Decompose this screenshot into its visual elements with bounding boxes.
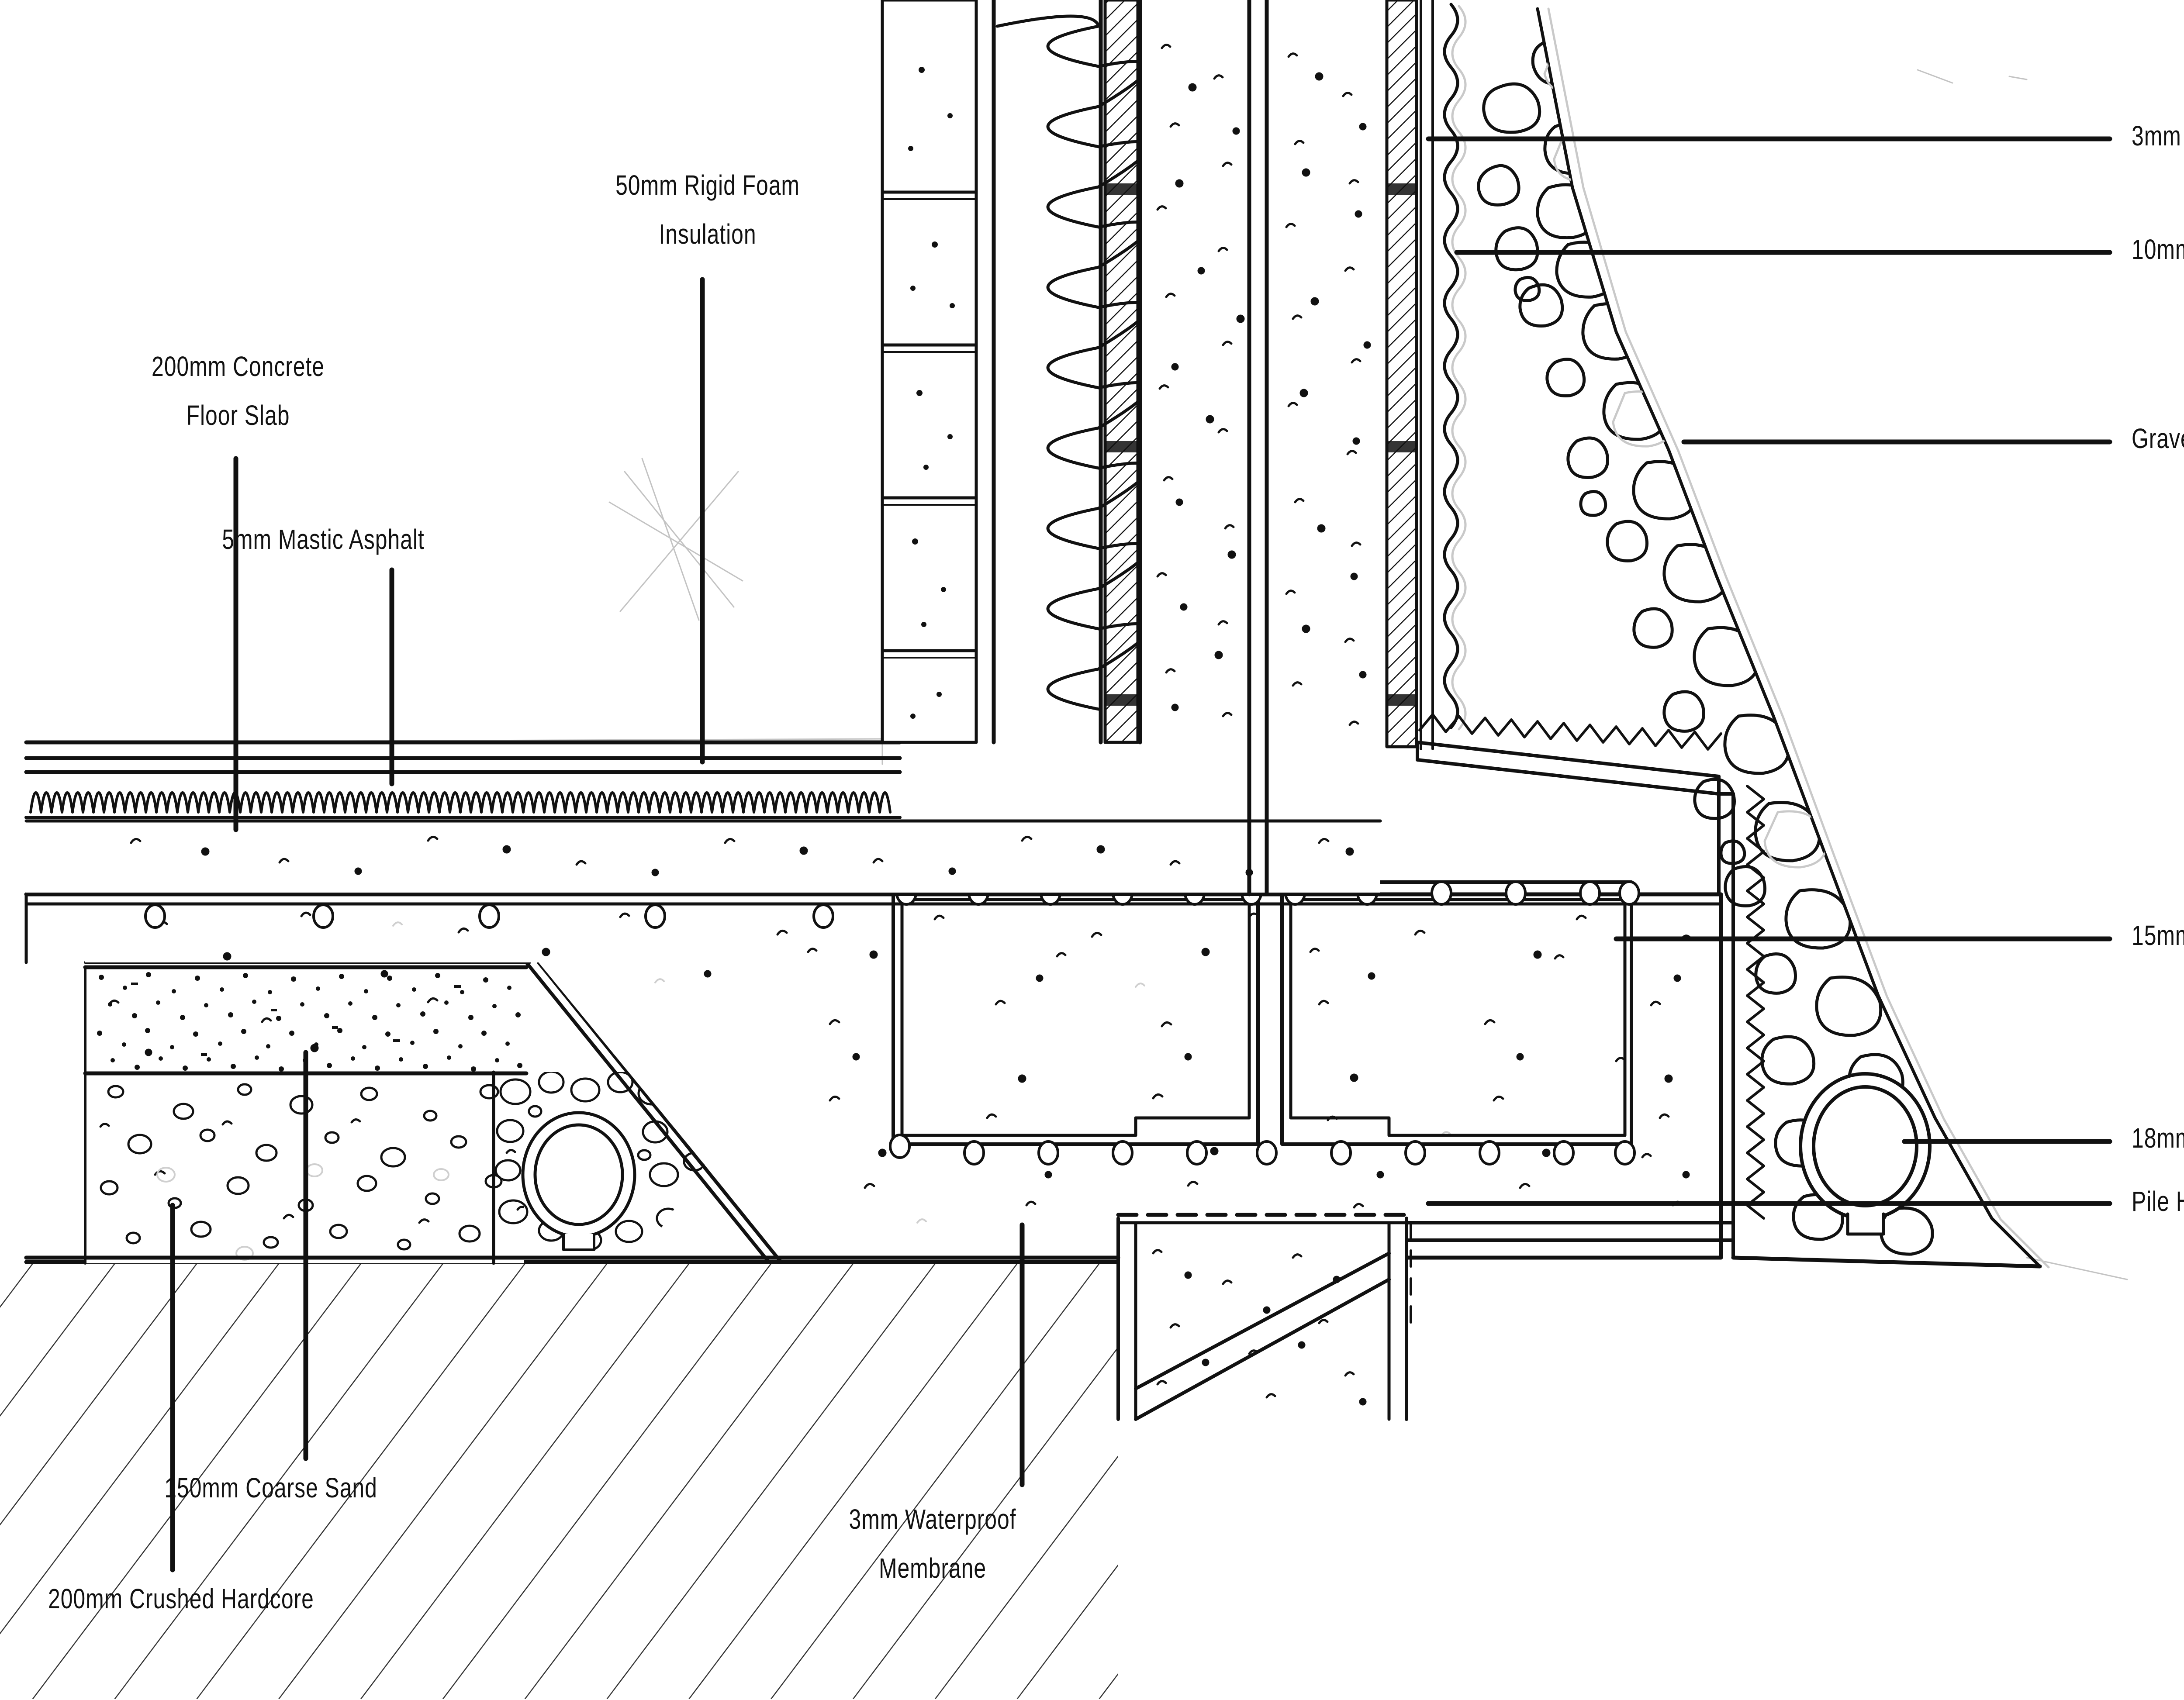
membrane-sawtooth-vertical <box>1746 785 1765 1220</box>
wall-insulation-batt <box>992 0 1151 745</box>
mastic-asphalt-layer <box>24 740 902 760</box>
label-mastic-asphalt-line1: 5mm Mastic Asphalt <box>222 524 425 555</box>
label-waterproof-membrane-3mm: 3mm Waterproof Membrane <box>784 1495 1081 1593</box>
pile-head <box>1116 1213 1412 1421</box>
concrete-wall-outer <box>1265 0 1381 897</box>
natural-ground-hatch <box>0 1260 1120 1699</box>
waterproof-membrane-wall <box>1443 3 1467 731</box>
label-steel-mesh-cage: 15mm Steel Mesh Cage Reinforcement <box>2132 920 2184 951</box>
label-coarse-sand-text: 150mm Coarse Sand <box>164 1472 377 1503</box>
label-filter-sheet: 10mm Filter Sheet <box>2132 234 2184 265</box>
filter-sheet-strip <box>1420 0 1434 750</box>
label-coarse-sand: 150mm Coarse Sand <box>117 1466 424 1510</box>
leader-lines <box>170 136 2112 1572</box>
label-concrete-floor-slab-line2: Floor Slab <box>186 400 290 431</box>
concrete-floor-slab <box>24 819 1382 896</box>
blockwork-inner-leaf <box>881 0 978 744</box>
label-concrete-floor-slab-line1: 200mm Concrete <box>152 351 325 382</box>
label-rigid-foam-insulation: 50mm Rigid Foam Insulation <box>561 161 854 259</box>
label-concrete-floor-slab: 200mm Concrete Floor Slab <box>92 342 385 440</box>
label-waterproof-membrane-3mm-line2: Membrane <box>878 1552 987 1584</box>
label-pile-head-waterproofing: Pile Head Waterproofing Solution <box>2132 1186 2184 1217</box>
steel-mesh-cage-right <box>1256 880 1640 1166</box>
label-rigid-foam-insulation-line1: 50mm Rigid Foam <box>615 169 800 201</box>
label-gravel-hardcore-backfill: Gravel/Hardcore Backfill Drainage <box>2132 423 2184 454</box>
pile-head-waterproofing-run <box>1405 1221 1735 1242</box>
sub-base-slope-edge <box>525 961 783 1264</box>
rebar-row-top <box>144 903 834 929</box>
render-hatch-strip-outer <box>1385 0 1418 748</box>
coarse-sand-layer <box>83 961 531 1076</box>
floor-insulation-layer <box>24 770 902 819</box>
label-mastic-asphalt: 5mm Mastic Asphalt <box>173 518 473 561</box>
label-waterproof-membrane-3mm-line1: 3mm Waterproof <box>849 1503 1016 1535</box>
gravel-backfill-boundary <box>1536 7 2050 1269</box>
drainage-pipe-right <box>1799 1072 1932 1236</box>
label-rigid-foam-insulation-line2: Insulation <box>659 218 757 250</box>
label-waterproof-membrane-x2: 3mm waterproof membrane（x2 layers） <box>2132 120 2184 152</box>
render-hatch-strip-inner <box>1103 0 1140 744</box>
concrete-wall-inner <box>1138 0 1251 897</box>
label-crushed-hardcore: 200mm Crushed Hardcore <box>48 1583 314 1614</box>
membrane-sawtooth-slope <box>1418 713 1722 751</box>
label-drainage-pipe-18mm: 18mm Diameter Drainage Pipe <box>2132 1122 2184 1154</box>
drainage-pipe-left <box>521 1111 636 1251</box>
